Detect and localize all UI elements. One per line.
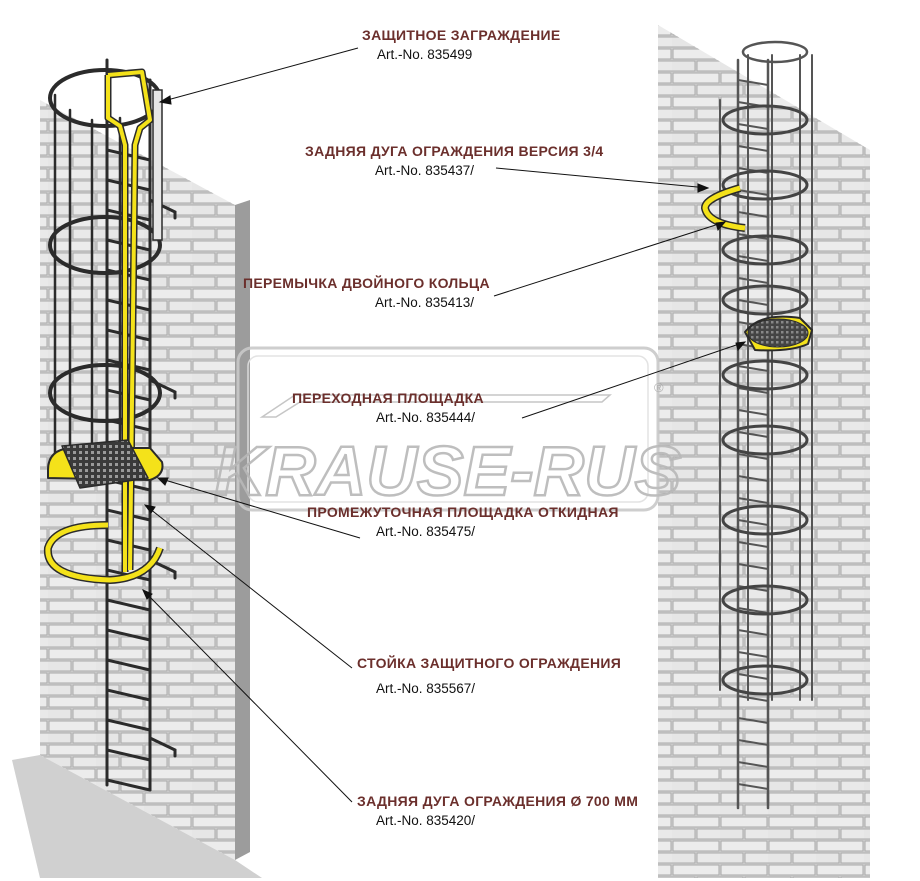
ladder-rung [737,211,769,218]
ladder-rung [737,739,769,746]
label-art-number: Art.-No. 835475/ [376,524,476,539]
cage-ring [721,664,809,696]
ladder-rung [105,748,152,762]
ladder-rung [105,658,152,672]
ladder-rung [737,189,769,196]
right-highlighted-parts [701,184,813,352]
label-title: ПРОМЕЖУТОЧНАЯ ПЛОЩАДКА ОТКИДНАЯ [307,504,619,520]
label-title: ПЕРЕХОДНАЯ ПЛОЩАДКА [292,390,484,406]
left-highlighted-parts [43,68,164,584]
label-double-ring-jumper: ПЕРЕМЫЧКА ДВОЙНОГО КОЛЬЦА Art.-No. 83541… [243,275,490,310]
ladder-rung [737,453,769,460]
ladder-rung [737,123,769,130]
ladder-rung [737,475,769,482]
ladder-rung [737,299,769,306]
ladder-rung [737,79,769,86]
svg-text:®: ® [654,380,664,395]
ladder-rung [737,277,769,284]
label-title: ЗАДНЯЯ ДУГА ОГРАЖДЕНИЯ Ø 700 ММ [357,793,639,809]
right-brick-wall [658,25,870,878]
ladder-rung [737,717,769,724]
watermark: KRAUSE-RUS ® [213,346,683,512]
label-art-number: Art.-No. 835567/ [376,681,476,696]
ladder-rung [737,431,769,438]
svg-text:KRAUSE-RUS: KRAUSE-RUS [215,432,682,510]
label-title: ПЕРЕМЫЧКА ДВОЙНОГО КОЛЬЦА [243,275,490,291]
ladder-rung [737,255,769,262]
cage-ring [721,584,809,616]
ladder-rung [737,387,769,394]
ladder-rung [737,607,769,614]
ladder-rung [737,783,769,790]
cage-ring [721,104,809,136]
ladder-rung [737,541,769,548]
label-rear-arc-34: ЗАДНЯЯ ДУГА ОГРАЖДЕНИЯ ВЕРСИЯ 3/4 Art.-N… [305,143,603,178]
ladder-rung [105,718,152,732]
ladder-rung [737,145,769,152]
ladder-rung [105,778,152,792]
ladder-rung [737,365,769,372]
ladder-rung [737,563,769,570]
ladder-rung [737,519,769,526]
label-folding-platform: ПРОМЕЖУТОЧНАЯ ПЛОЩАДКА ОТКИДНАЯ Art.-No.… [307,504,619,539]
leader-lines [142,47,747,803]
ladder-rung [105,688,152,702]
label-art-number: Art.-No. 835413/ [375,295,475,310]
ladder-rung [737,673,769,680]
ladder-rung [737,629,769,636]
cage-ring [721,504,809,536]
ladder-rung [737,409,769,416]
cage-ring [721,234,809,266]
label-art-number: Art.-No. 835420/ [376,813,476,828]
ladder-rung [737,695,769,702]
cage-ring [721,424,809,456]
ladder-rung [737,651,769,658]
label-title: ЗАДНЯЯ ДУГА ОГРАЖДЕНИЯ ВЕРСИЯ 3/4 [305,143,604,159]
label-art-number: Art.-No. 835499 [377,47,473,62]
label-transition-platform: ПЕРЕХОДНАЯ ПЛОЩАДКА Art.-No. 835444/ [292,390,484,425]
ladder-rung [105,598,152,612]
label-rear-arc-700: ЗАДНЯЯ ДУГА ОГРАЖДЕНИЯ Ø 700 ММ Art.-No.… [357,793,638,828]
label-art-number: Art.-No. 835444/ [376,410,476,425]
label-art-number: Art.-No. 835437/ [375,163,475,178]
ladder-rung [737,497,769,504]
label-title: ЗАЩИТНОЕ ЗАГРАЖДЕНИЕ [362,27,561,43]
label-title: СТОЙКА ЗАЩИТНОГО ОГРАЖДЕНИЯ [357,655,622,671]
label-guard-post: СТОЙКА ЗАЩИТНОГО ОГРАЖДЕНИЯ Art.-No. 835… [357,655,621,696]
ladder-rung [737,761,769,768]
label-protective-barrier: ЗАЩИТНОЕ ЗАГРАЖДЕНИЕ Art.-No. 835499 [362,27,561,62]
cage-ring [721,359,809,391]
ladder-rung [105,628,152,642]
cage-ring [721,169,809,201]
cage-ring [721,284,809,316]
